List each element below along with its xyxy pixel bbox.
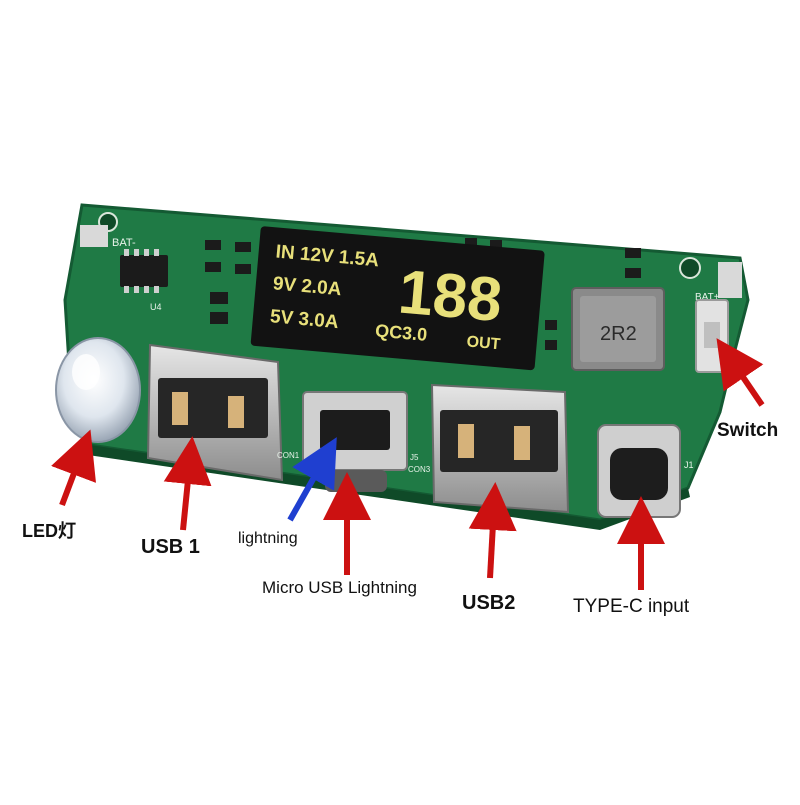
silk-con1: CON1 <box>277 451 300 460</box>
ic-pins <box>124 249 159 293</box>
micro-usb-port <box>302 391 408 492</box>
silk-bat-plus: BAT+ <box>695 292 720 303</box>
arrow-usb2 <box>468 482 517 579</box>
lcd-display: 188 IN 12V 1.5A 9V 2.0A 5V 3.0A QC3.0 OU… <box>250 226 545 371</box>
inductor-top <box>580 296 656 362</box>
arrow-lightning <box>287 437 337 522</box>
silk-j1: J1 <box>684 460 694 470</box>
silk-con3: CON3 <box>408 465 431 474</box>
label-micro-usb: Micro USB Lightning <box>262 578 417 597</box>
led-light <box>55 337 141 443</box>
lcd-digits: 188 <box>396 257 505 335</box>
switch-knob <box>704 322 720 348</box>
label-usb1: USB 1 <box>141 536 200 558</box>
lcd-qc: QC3.0 <box>374 320 428 344</box>
type-c-port <box>597 424 681 518</box>
arrow-led <box>51 429 96 507</box>
label-led: LED灯 <box>22 521 76 541</box>
arrow-switch <box>716 338 765 407</box>
label-lightning: lightning <box>238 530 298 547</box>
label-switch: Switch <box>717 420 779 441</box>
silk-j5: J5 <box>410 453 419 462</box>
battery-pad-plus <box>718 262 742 298</box>
usb1-port <box>146 343 284 482</box>
silk-u4: U4 <box>150 302 162 312</box>
label-type-c: TYPE-C input <box>573 596 690 617</box>
battery-pad-minus <box>80 225 108 247</box>
inductor-label: 2R2 <box>600 323 637 345</box>
usb2-port <box>430 383 570 514</box>
silk-bat-minus: BAT- <box>112 237 136 249</box>
arrow-usb1 <box>163 436 212 531</box>
mounting-hole <box>679 257 701 279</box>
ic-chip <box>120 255 168 287</box>
label-usb2: USB2 <box>462 592 516 614</box>
smd-components <box>205 238 641 350</box>
lcd-out: OUT <box>466 333 501 353</box>
